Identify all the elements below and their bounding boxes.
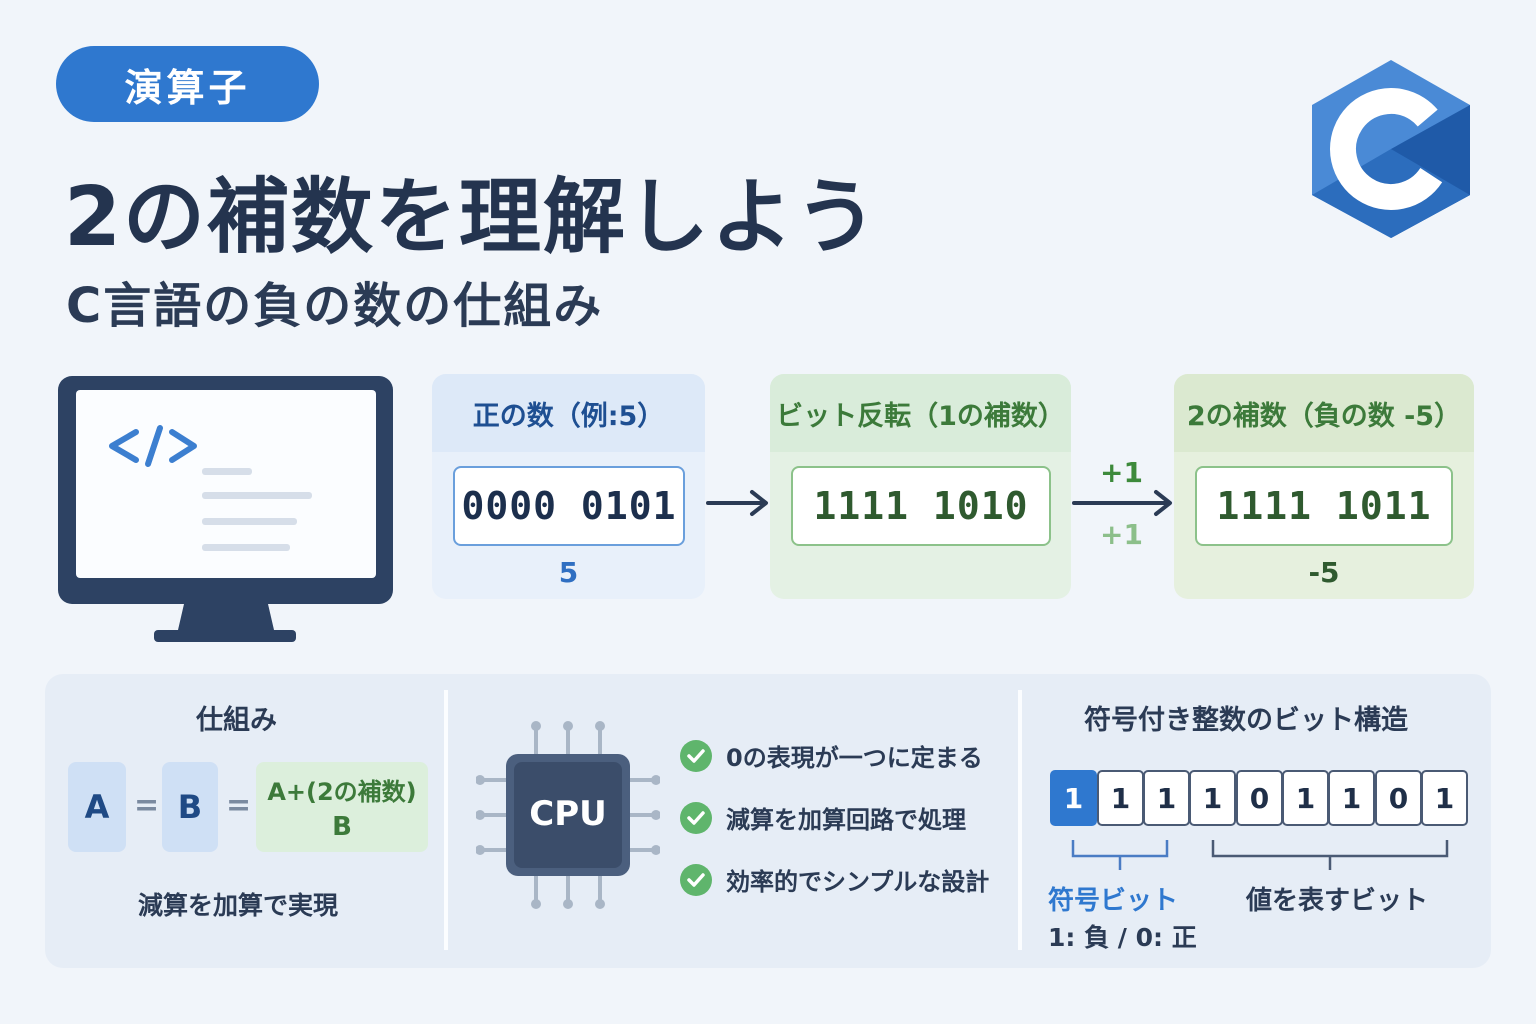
plus-one-label: +1 xyxy=(1100,456,1143,489)
equals-sign: = xyxy=(226,788,252,823)
twos-complement-bits: 1111 1011 xyxy=(1195,466,1453,546)
page-title: 2の補数を理解しよう xyxy=(64,170,880,265)
value-bit: 1 xyxy=(1328,770,1375,826)
sign-bit: 1 xyxy=(1050,770,1097,826)
cpu-chip-icon xyxy=(476,721,660,909)
value-bit: 1 xyxy=(1282,770,1329,826)
value-bit: 1 xyxy=(1143,770,1190,826)
plus-one-label-secondary: +1 xyxy=(1100,518,1143,551)
sign-bit-note: 1: 負 / 0: 正 xyxy=(1048,923,1197,952)
benefit-text: 減算を加算回路で処理 xyxy=(726,806,966,834)
value-bit: 1 xyxy=(1421,770,1468,826)
ones-complement-card: ビット反転（1の補数） 1111 1010 xyxy=(770,374,1071,599)
page-subtitle: C言語の負の数の仕組み xyxy=(66,278,604,334)
positive-number-value: 5 xyxy=(558,556,579,589)
value-bits-bracket xyxy=(1211,840,1449,870)
c-language-logo-icon xyxy=(1312,60,1470,238)
formula-line-1: A+(2の補数) xyxy=(267,778,417,806)
arrow-right-icon xyxy=(1072,490,1172,516)
bit-structure-title: 符号付き整数のビット構造 xyxy=(1084,705,1408,736)
value-bit: 0 xyxy=(1375,770,1422,826)
operand-b: B xyxy=(162,762,218,852)
formula-line-2: B xyxy=(332,812,352,842)
positive-number-bits: 0000 0101 xyxy=(453,466,685,546)
sign-bit-label: 符号ビット xyxy=(1048,886,1179,916)
check-circle-icon xyxy=(680,801,712,834)
value-bit: 0 xyxy=(1236,770,1283,826)
positive-number-card: 正の数（例:5） 0000 0101 5 xyxy=(432,374,705,599)
check-circle-icon xyxy=(680,863,712,896)
arrow-right-icon xyxy=(706,490,768,516)
mechanism-caption: 減算を加算で実現 xyxy=(138,891,339,920)
section-divider xyxy=(1018,690,1022,950)
twos-complement-card: 2の補数（負の数 -5） 1111 1011 -5 xyxy=(1174,374,1474,599)
check-circle-icon xyxy=(680,739,712,772)
value-bits-label: 値を表すビット xyxy=(1246,886,1429,916)
twos-complement-title: 2の補数（負の数 -5） xyxy=(1174,374,1474,452)
benefit-text: 0の表現が一つに定まる xyxy=(726,744,983,772)
computer-monitor-icon xyxy=(58,376,393,642)
category-tag: 演算子 xyxy=(56,46,319,122)
benefit-item: 効率的でシンプルな設計 xyxy=(680,862,989,897)
positive-number-title: 正の数（例:5） xyxy=(432,374,705,452)
operand-a: A xyxy=(68,762,126,852)
ones-complement-bits: 1111 1010 xyxy=(791,466,1051,546)
sign-bit-bracket xyxy=(1071,840,1169,870)
benefit-item: 0の表現が一つに定まる xyxy=(680,738,983,773)
mechanism-title: 仕組み xyxy=(196,705,277,736)
section-divider xyxy=(444,690,448,950)
value-bit: 1 xyxy=(1097,770,1144,826)
value-bit: 1 xyxy=(1189,770,1236,826)
benefit-text: 効率的でシンプルな設計 xyxy=(726,868,990,896)
ones-complement-title: ビット反転（1の補数） xyxy=(770,374,1071,452)
twos-complement-formula: A+(2の補数) B xyxy=(256,762,428,852)
cpu-label: CPU xyxy=(529,794,607,834)
twos-complement-value: -5 xyxy=(1308,556,1340,589)
benefit-item: 減算を加算回路で処理 xyxy=(680,800,966,835)
equals-sign: = xyxy=(134,788,160,823)
